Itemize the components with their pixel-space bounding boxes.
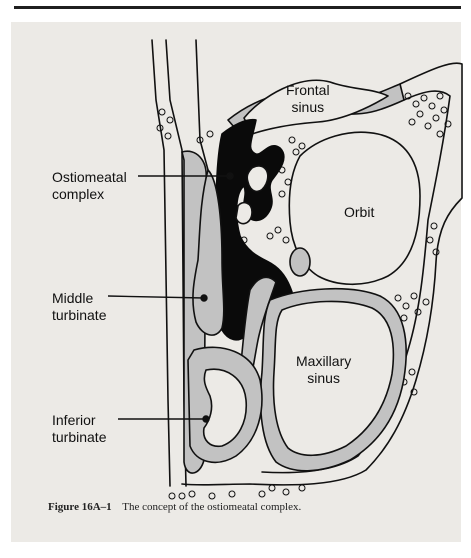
ethmoid-cell-2: [236, 203, 252, 224]
ethmoid-cell: [247, 166, 268, 191]
label-maxillary-sinus: Maxillary sinus: [296, 353, 351, 387]
nasolacrimal-duct: [290, 248, 310, 276]
figure-caption-text: The concept of the ostiomeatal complex.: [122, 501, 301, 513]
label-ostiomeatal-complex: Ostiomeatal complex: [52, 169, 127, 203]
label-middle-turbinate: Middle turbinate: [52, 290, 106, 324]
label-inferior-turbinate: Inferior turbinate: [52, 412, 106, 446]
lateral-nasal-wall: [196, 40, 208, 170]
figure-number: Figure 16A–1: [48, 501, 112, 513]
label-frontal-sinus: Frontal sinus: [286, 82, 330, 116]
figure-caption: Figure 16A–1 The concept of the ostiomea…: [48, 501, 301, 513]
label-orbit: Orbit: [344, 204, 374, 221]
